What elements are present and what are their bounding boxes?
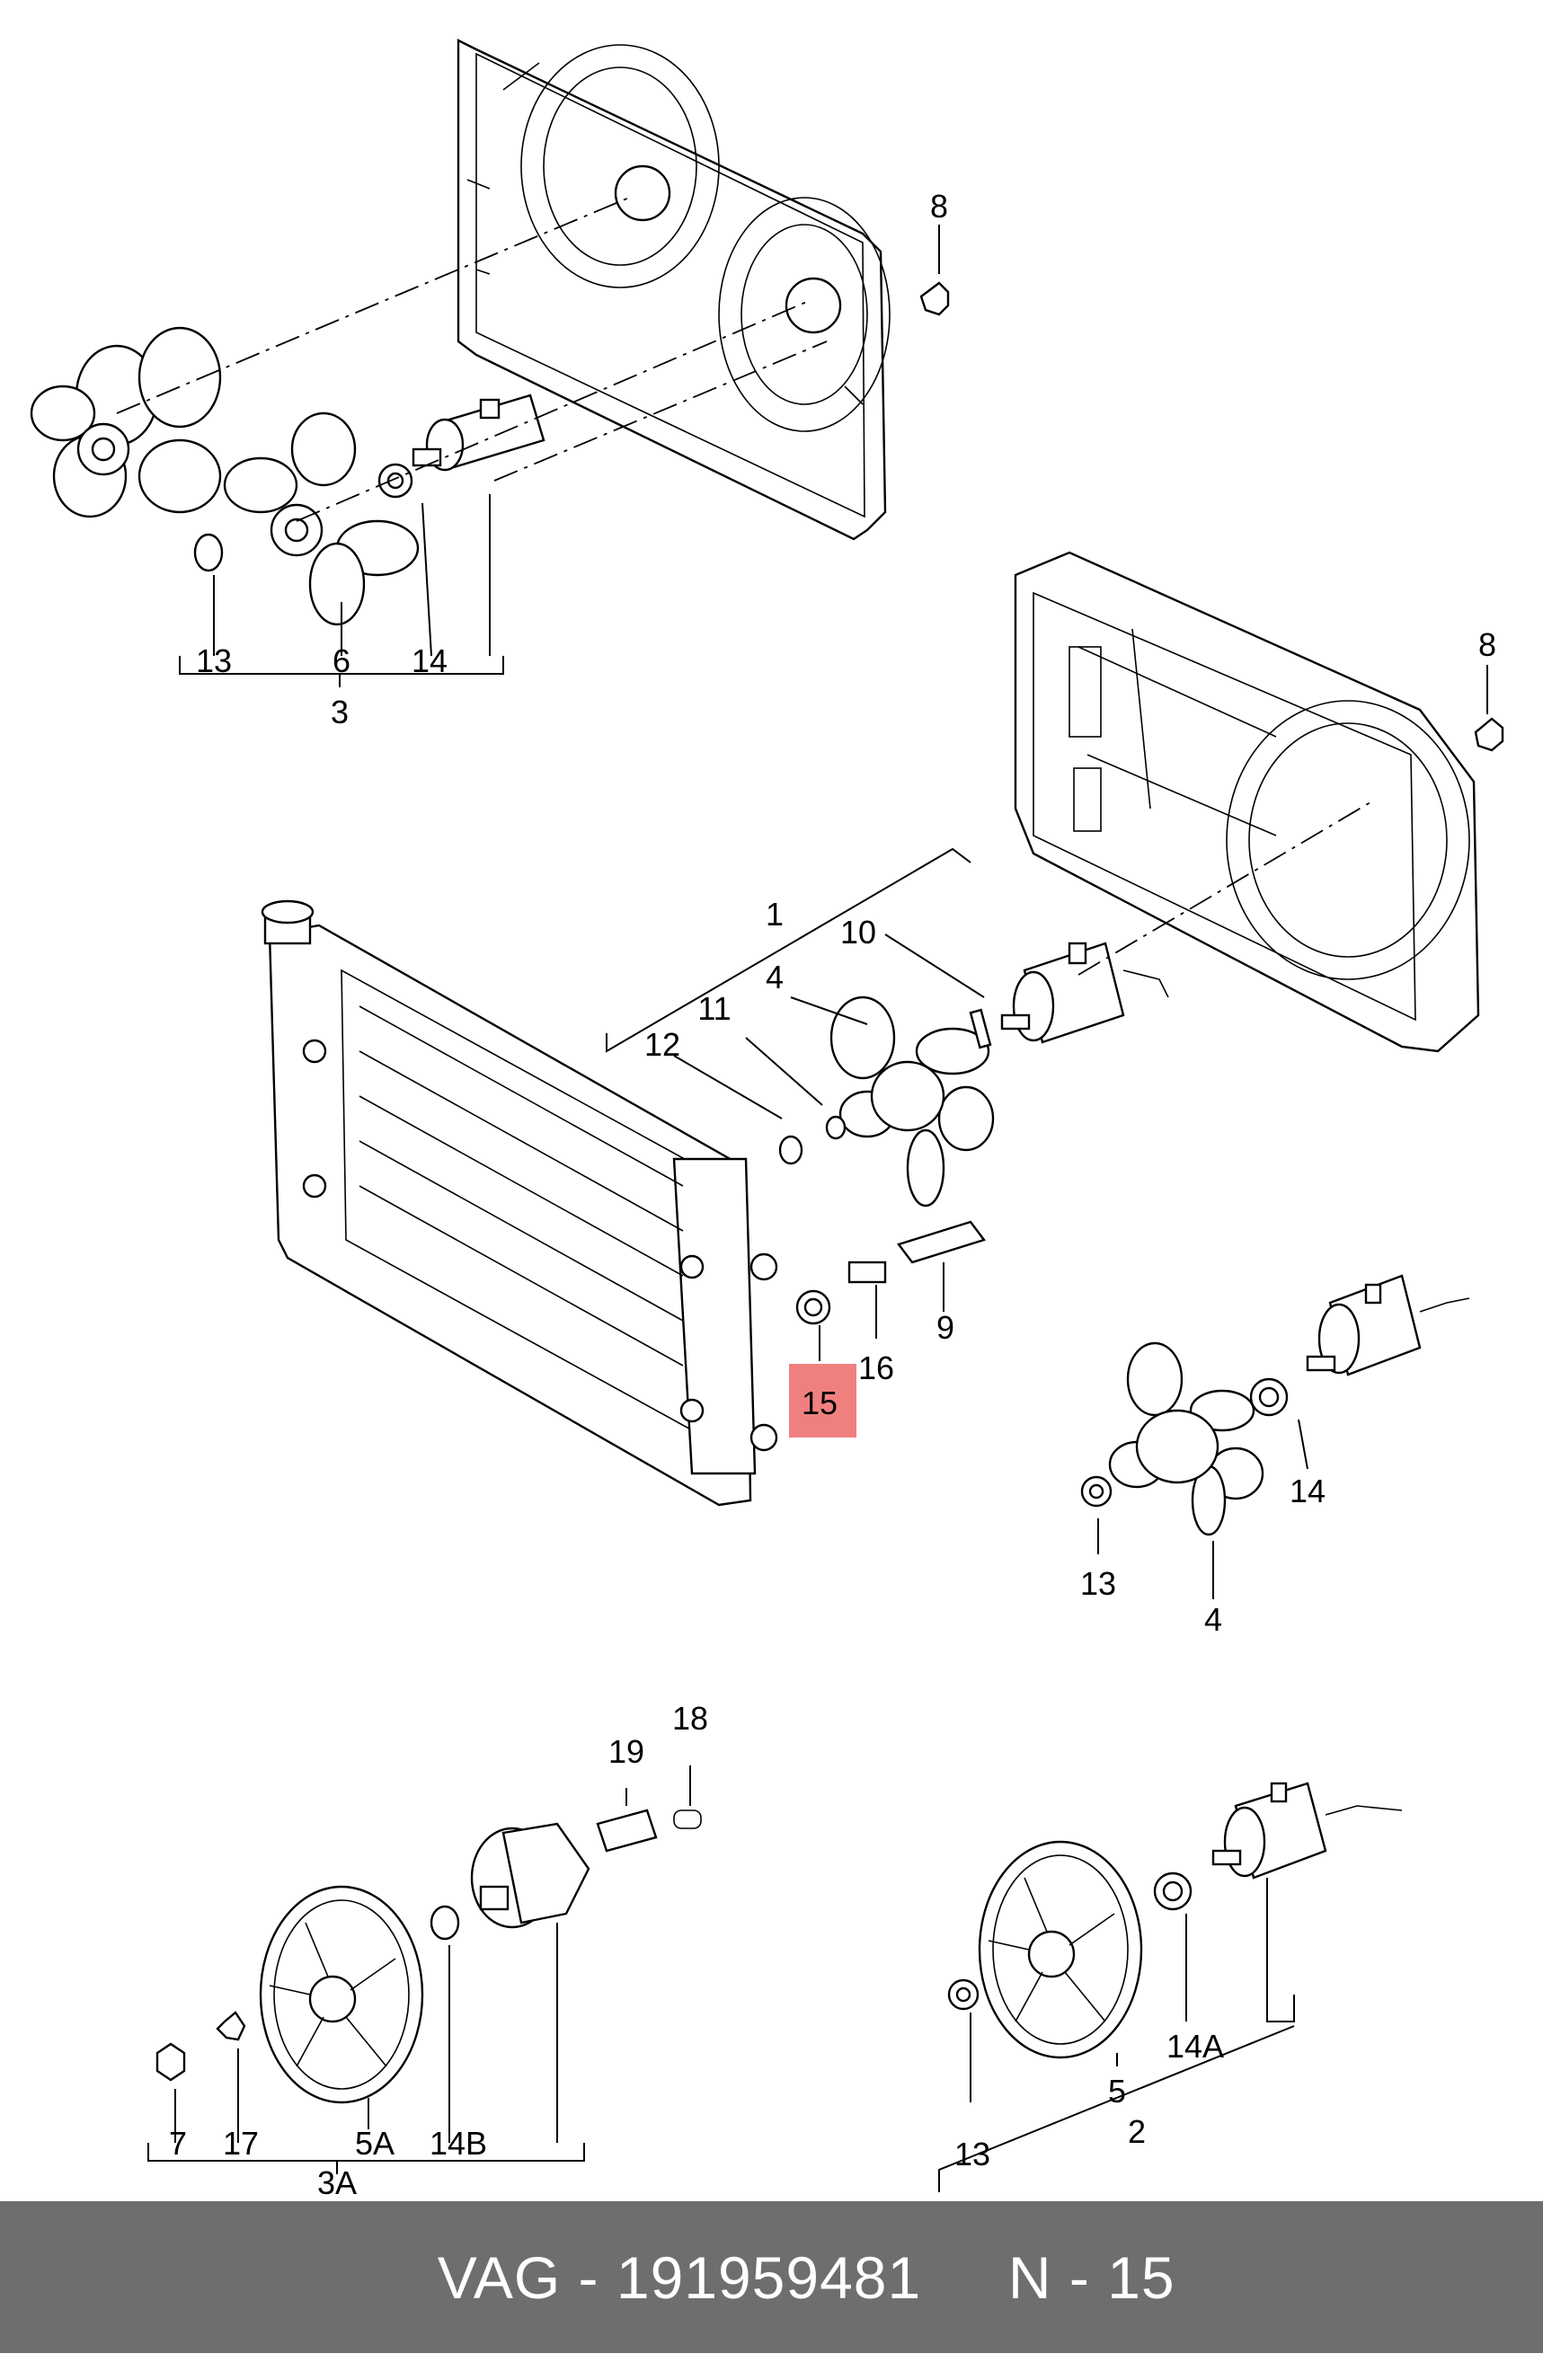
- callout-bl-5A: 5A: [355, 2125, 395, 2162]
- brand-label: VAG: [437, 2243, 562, 2311]
- separator: -: [578, 2243, 599, 2311]
- middle-fan: [829, 995, 995, 1208]
- callout-bl-7: 7: [169, 2125, 187, 2162]
- position-label: N - 15: [1007, 2243, 1175, 2311]
- callout-midright-13: 13: [1080, 1565, 1116, 1602]
- callout-br-5: 5: [1108, 2073, 1126, 2110]
- callout-midright-4: 4: [1204, 1601, 1222, 1638]
- bottom-right-fan: [978, 1840, 1143, 2059]
- bottom-left-callouts: [147, 1765, 691, 2174]
- callout-mid-1: 1: [766, 896, 784, 933]
- callout-bl-14B: 14B: [430, 2125, 487, 2162]
- part-number-label: VAG - 191959481 N - 15: [368, 2175, 1175, 2380]
- middle-callouts: [606, 847, 985, 1361]
- bottom-right-motor: [947, 1782, 1403, 2011]
- callout-bl-17: 17: [223, 2125, 259, 2162]
- middle-dash-line: [1077, 799, 1376, 976]
- callout-bl-3A: 3A: [317, 2164, 357, 2201]
- bottom-left-motor: [155, 1809, 702, 2082]
- bottom-right-callouts: [938, 1878, 1295, 2192]
- callout-top-8: 8: [930, 188, 948, 225]
- callout-right-8: 8: [1478, 626, 1496, 663]
- middle-fan-motor: [778, 942, 1169, 1165]
- callout-mid-16: 16: [858, 1349, 894, 1386]
- callout-mid-10: 10: [840, 914, 876, 951]
- part-number: 191959481: [616, 2243, 922, 2311]
- callout-top-13: 13: [196, 642, 232, 679]
- callout-bl-18: 18: [672, 1700, 708, 1737]
- radiator: [261, 899, 778, 1507]
- right-fan-shroud: [1014, 551, 1504, 1053]
- callout-br-2: 2: [1128, 2113, 1146, 2150]
- midright-fan-motor: [1080, 1274, 1470, 1508]
- callout-mid-11: 11: [697, 990, 731, 1027]
- callout-mid-9: 9: [936, 1309, 954, 1346]
- callout-br-14A: 14A: [1166, 2028, 1224, 2065]
- exploded-parts-diagram: 8 13 6 14 3 8: [30, 39, 1504, 2201]
- top-dash-lines: [116, 197, 828, 522]
- callout-mid-12: 12: [644, 1026, 680, 1063]
- callout-br-13: 13: [954, 2136, 990, 2172]
- bottom-left-fan: [259, 1885, 424, 2104]
- highlight-box: [789, 1364, 856, 1438]
- callout-mid-4: 4: [766, 959, 784, 995]
- callout-top-3: 3: [331, 694, 349, 730]
- midright-fan: [1108, 1341, 1264, 1536]
- callout-top-14: 14: [412, 642, 448, 679]
- top-fan-shroud: [457, 39, 891, 541]
- middle-sensors: [795, 1220, 986, 1325]
- top-fan-right: [223, 411, 420, 626]
- part-number-footer: VAG - 191959481 N - 15: [0, 2201, 1543, 2353]
- top-callouts: [179, 225, 940, 687]
- callout-top-6: 6: [333, 642, 350, 679]
- callout-mid-15: 15: [802, 1385, 838, 1421]
- callout-midright-14: 14: [1290, 1473, 1326, 1509]
- top-fan-left: [30, 326, 222, 518]
- callout-bl-19: 19: [608, 1733, 644, 1770]
- midright-callouts: [1097, 1419, 1308, 1599]
- top-fan-motor: [193, 281, 950, 572]
